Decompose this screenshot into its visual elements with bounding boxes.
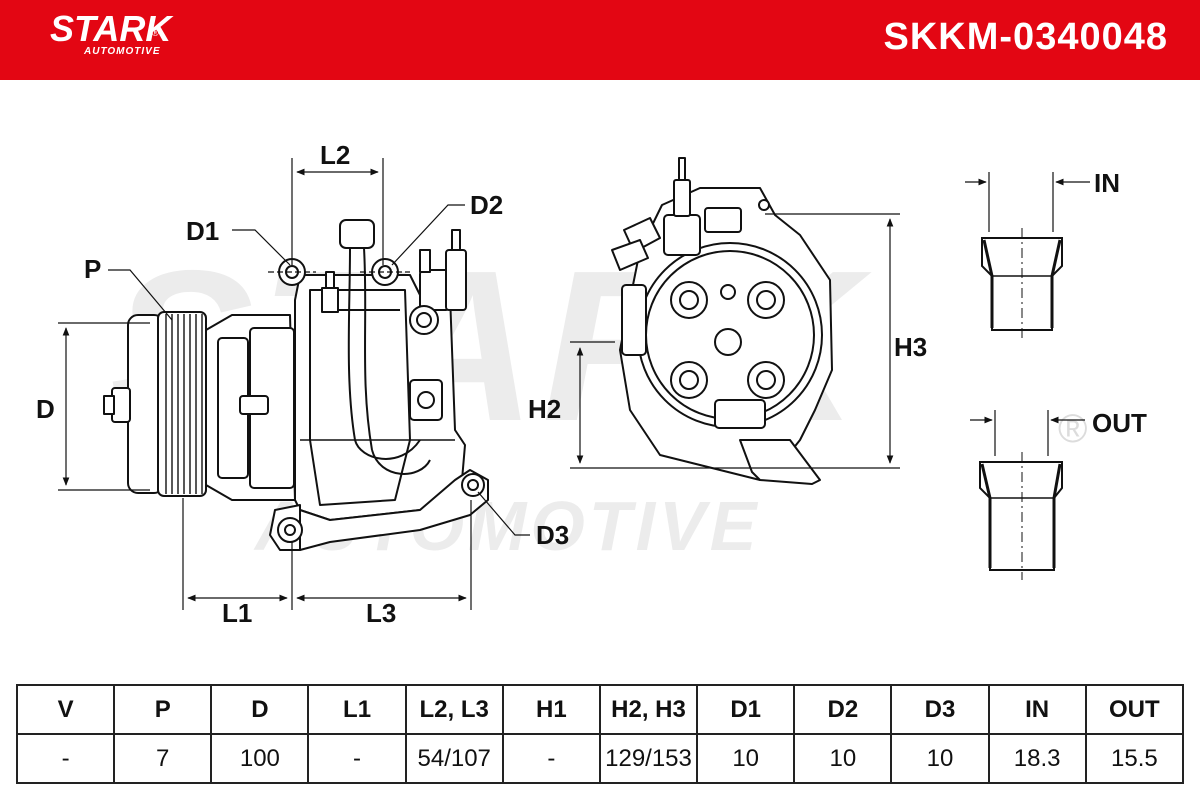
side-view-dimensions	[58, 158, 530, 610]
rear-bolt-group	[670, 281, 785, 399]
top-bolt	[321, 287, 339, 313]
spec-value-row: - 7 100 - 54/107 - 129/153 10 10 10 18.3…	[15, 733, 1185, 784]
port-dimensions	[965, 172, 1090, 456]
spec-header-cell: V	[15, 684, 116, 735]
side-view-labels: P D D1 L2 D2 D3 L1 L3	[36, 140, 569, 628]
spec-header-cell: D2	[793, 684, 893, 735]
brand-logo: STARK AUTOMOTIVE	[50, 8, 172, 58]
brand-name: STARK	[50, 8, 172, 49]
port-details	[979, 228, 1063, 580]
label-d2: D2	[470, 190, 503, 220]
spec-value-cell: 7	[113, 733, 213, 784]
compressor-rear-view	[611, 157, 833, 485]
label-p: P	[84, 254, 101, 284]
label-in: IN	[1094, 168, 1120, 198]
spec-header-cell: L1	[307, 684, 407, 735]
spec-header-row: V P D L1 L2, L3 H1 H2, H3 D1 D2 D3 IN OU…	[15, 684, 1185, 735]
label-d3: D3	[536, 520, 569, 550]
label-l3: L3	[366, 598, 396, 628]
spec-value-cell: 15.5	[1084, 733, 1185, 784]
service-valve	[445, 249, 467, 311]
rear-view-dimensions	[570, 213, 900, 469]
spec-header-cell: D3	[890, 684, 990, 735]
header-bar: STARK AUTOMOTIVE ® SKKM-0340048	[0, 0, 1200, 80]
technical-drawing: STARK AUTOMOTIVE ®	[36, 140, 1147, 628]
watermark-registered: ®	[1058, 407, 1087, 451]
spec-value-cell: 18.3	[987, 733, 1087, 784]
rear-view-labels: H2 H3	[528, 332, 927, 424]
spec-header-cell: IN	[987, 684, 1087, 735]
spec-value-cell: -	[307, 733, 407, 784]
spec-value-cell: 129/153	[598, 733, 699, 784]
label-l2: L2	[320, 140, 350, 170]
leader-p	[108, 269, 173, 321]
leader-d2	[391, 204, 465, 266]
spec-header-cell: H2, H3	[598, 684, 699, 735]
spec-header-cell: H1	[501, 684, 601, 735]
spec-value-cell: 10	[696, 733, 796, 784]
compressor-side-view	[103, 219, 489, 551]
spec-header-cell: P	[113, 684, 213, 735]
spec-header-cell: D	[210, 684, 310, 735]
label-d: D	[36, 394, 55, 424]
spec-value-cell: 10	[890, 733, 990, 784]
spec-table: V P D L1 L2, L3 H1 H2, H3 D1 D2 D3 IN OU…	[15, 684, 1185, 784]
spec-header-cell: OUT	[1084, 684, 1185, 735]
spec-value-cell: 10	[793, 733, 893, 784]
rear-top-fitting	[663, 214, 701, 256]
brand-subtitle: AUTOMOTIVE	[84, 46, 161, 57]
rear-side-fitting	[621, 284, 647, 356]
pulley-grooves	[157, 311, 207, 497]
rear-bottom-lug	[739, 439, 821, 485]
spec-value-cell: -	[501, 733, 601, 784]
leader-d3	[477, 491, 530, 536]
port-labels: IN OUT	[1092, 168, 1147, 438]
spec-value-cell: 54/107	[404, 733, 504, 784]
label-out: OUT	[1092, 408, 1147, 438]
spec-value-cell: 100	[210, 733, 310, 784]
electrical-connector	[339, 219, 375, 249]
label-h2: H2	[528, 394, 561, 424]
lower-bracket	[299, 469, 489, 551]
label-d1: D1	[186, 216, 219, 246]
pulley-bolt	[103, 395, 115, 415]
leader-d1	[232, 229, 291, 266]
label-l1: L1	[222, 598, 252, 628]
brand-registered-mark: ®	[152, 28, 159, 38]
part-number: SKKM-0340048	[883, 16, 1168, 58]
spec-header-cell: L2, L3	[404, 684, 504, 735]
spec-header-cell: D1	[696, 684, 796, 735]
out-port-detail	[979, 461, 1063, 571]
label-h3: H3	[894, 332, 927, 362]
spec-value-cell: -	[15, 733, 116, 784]
